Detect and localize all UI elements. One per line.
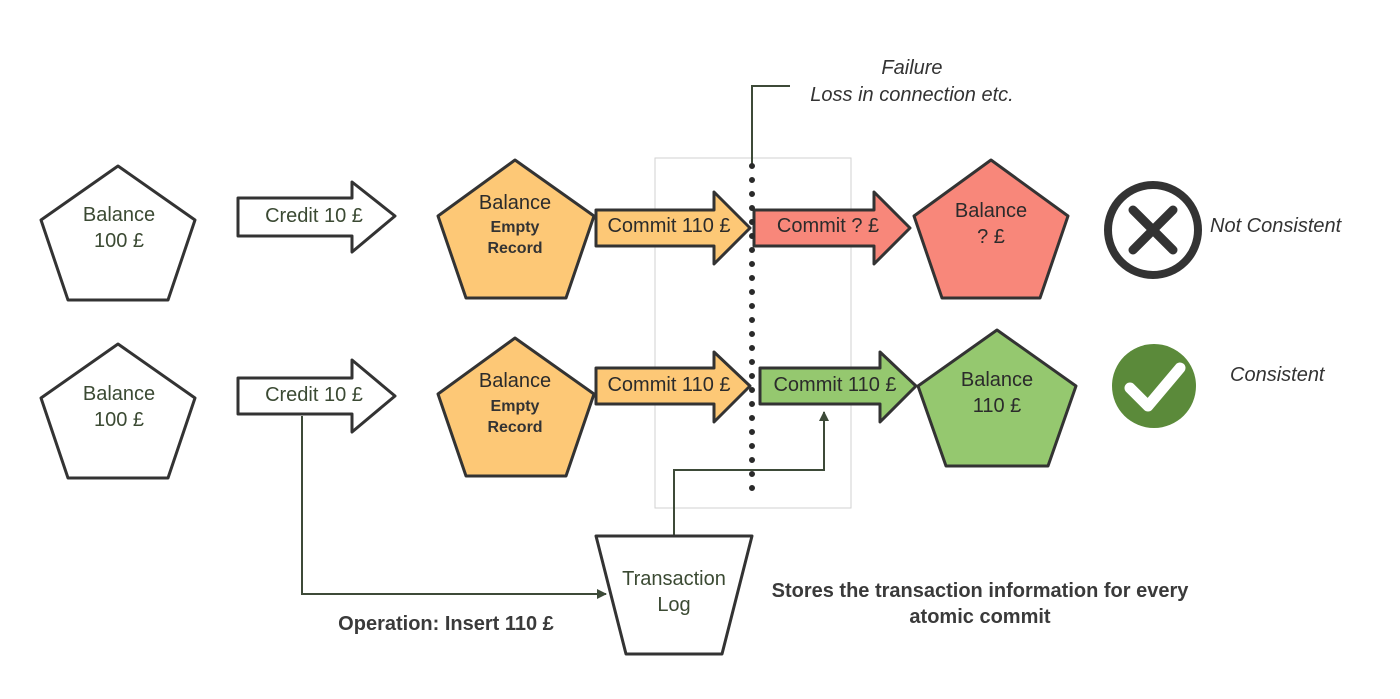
row2-start-pentagon [39,342,197,480]
row2-pending-balance-node: Balance Empty Record [436,336,596,478]
x-circle-icon [1104,181,1202,279]
log-note-line2: atomic commit [909,606,1050,628]
row1-failed-commit-arrow-shape [752,190,912,266]
credit-to-log-connector [301,416,607,599]
row2-start-balance-node: Balance 100 £ [39,342,197,480]
transaction-log-shape [594,534,754,656]
failure-title: Failure [881,57,942,79]
row2-credit-arrow-shape [236,358,397,434]
row1-result-balance-node: Balance ? £ [912,158,1070,300]
row2-status-label: Consistent [1230,364,1326,386]
row2-credit-arrow: Credit 10 £ [236,358,397,434]
row1-result-pentagon [912,158,1070,300]
failure-callout-line [751,85,790,168]
row1-credit-label: Credit 10 £ [265,205,363,227]
row1-pending-title: Balance [479,192,551,214]
transaction-log-line1: Transaction [622,568,726,590]
row1-start-value: 100 £ [94,230,144,252]
row1-credit-arrow: Credit 10 £ [236,180,397,254]
operation-label: Operation: Insert 110 £ [338,613,554,635]
row1-credit-arrow-shape [236,180,397,254]
row2-replayed-commit-arrow-shape [758,350,918,424]
row2-pending-pentagon [436,336,596,478]
transaction-log-line2: Log [657,594,690,616]
row1-start-balance-node: Balance 100 £ [39,164,197,302]
row1-failed-commit-arrow: Commit ? £ [752,190,912,266]
row2-credit-label: Credit 10 £ [265,384,363,406]
row2-result-title: Balance [961,369,1033,391]
failure-description: Loss in connection etc. [810,84,1013,106]
row2-result-pentagon [916,328,1078,468]
row2-replayed-commit-label: Commit 110 £ [773,374,896,396]
row2-pending-title: Balance [479,370,551,392]
row1-pending-line1: Empty [491,219,540,236]
row1-start-title: Balance [83,204,155,226]
row1-commit-label: Commit 110 £ [607,215,730,237]
row1-commit-arrow: Commit 110 £ [594,190,752,266]
row2-result-balance-node: Balance 110 £ [916,328,1078,468]
row2-commit-label: Commit 110 £ [607,374,730,396]
row1-result-value: ? £ [977,226,1005,248]
row1-failed-commit-label: Commit ? £ [777,215,879,237]
row2-result-value: 110 £ [973,395,1022,417]
row1-pending-line2: Record [487,240,542,257]
log-to-commit-connector [673,411,829,536]
row2-start-value: 100 £ [94,409,144,431]
log-note-line1: Stores the transaction information for e… [772,580,1190,602]
row1-commit-arrow-shape [594,190,752,266]
row2-replayed-commit-arrow: Commit 110 £ [758,350,918,424]
row1-status-label: Not Consistent [1210,215,1343,237]
row1-result-title: Balance [955,200,1027,222]
row1-start-pentagon [39,164,197,302]
row2-commit-arrow: Commit 110 £ [594,350,752,424]
transaction-log-node: Transaction Log [594,534,754,656]
row2-start-title: Balance [83,383,155,405]
row1-pending-balance-node: Balance Empty Record [436,158,596,300]
row1-pending-pentagon [436,158,596,300]
row2-pending-line2: Record [487,419,542,436]
row2-commit-arrow-shape [594,350,752,424]
check-circle-icon [1112,344,1196,428]
row2-pending-line1: Empty [491,398,540,415]
